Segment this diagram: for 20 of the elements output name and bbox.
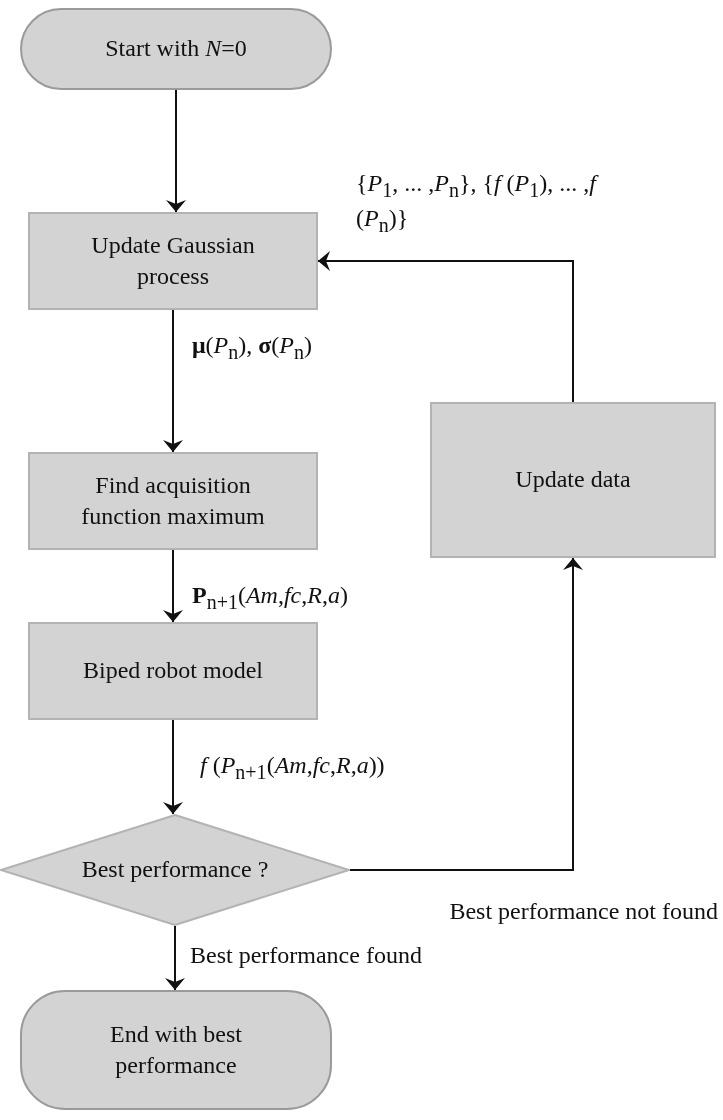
arrow [349,557,583,871]
node-label: Start with N=0 [104,34,248,64]
arrow [163,309,183,453]
arrow [317,251,574,403]
process-box [28,622,318,720]
decision-diamond [0,814,350,926]
node-label: Update data [514,465,632,495]
process-box [28,212,318,310]
terminal-shape [20,990,332,1110]
arrow [163,719,183,815]
node-label: Update Gaussian process [90,230,256,291]
process-box [430,402,716,558]
process-box [28,452,318,550]
arrow [166,89,186,213]
arrow [165,925,185,991]
node-label: Find acquisition function maximum [80,470,266,531]
node-label: End with best performance [109,1019,243,1080]
node-label: Best performance ? [80,855,270,885]
node-label: Biped robot model [82,656,264,686]
arrow [163,549,183,623]
